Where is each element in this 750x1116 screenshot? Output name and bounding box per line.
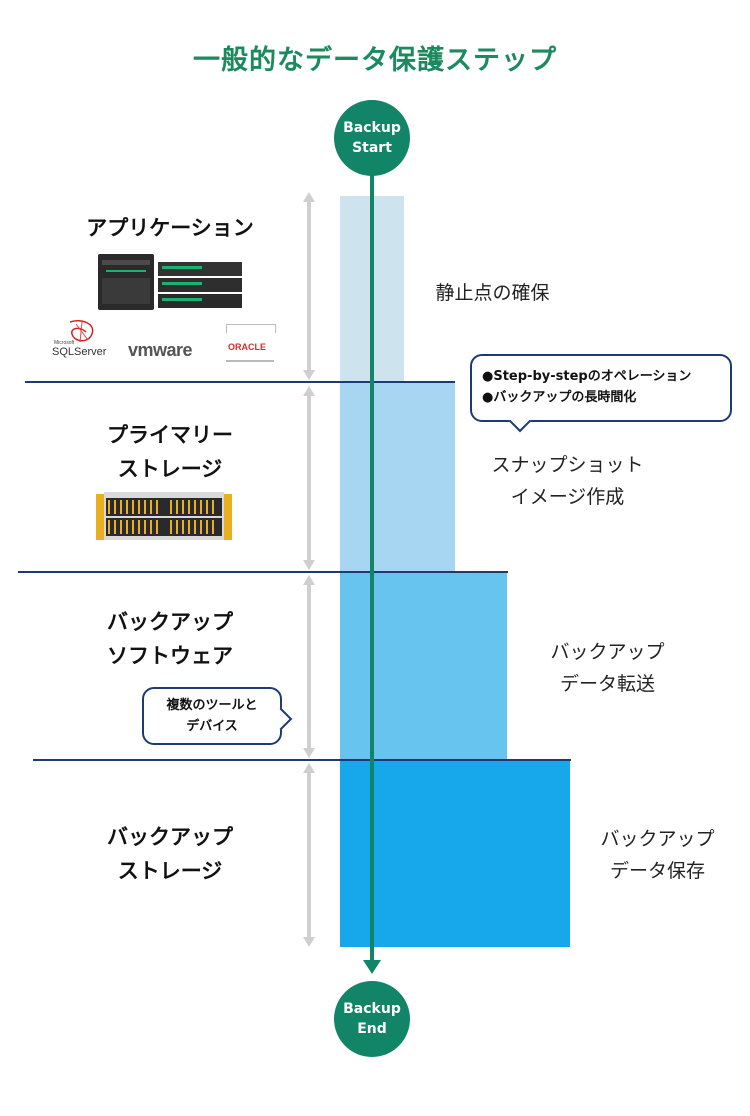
layer-label-backup-software: バックアップ ソフトウェア [40, 605, 300, 673]
layer-span-arrow-2 [303, 386, 315, 570]
layer-span-arrow-3 [303, 575, 315, 758]
flow-arrowhead-icon [363, 960, 381, 974]
step-transfer-line2: データ転送 [559, 673, 655, 695]
step-label-quiesce: 静止点の確保 [405, 277, 580, 309]
step-label-store: バックアップ データ保存 [575, 823, 740, 887]
vmware-logo: vmware [128, 340, 193, 360]
step-bar-transfer [340, 573, 507, 760]
layer-application-text: アプリケーション [86, 216, 254, 240]
end-label-2: End [357, 1021, 387, 1037]
callout-snapshot-line1: ●Step-by-stepのオペレーション [482, 369, 692, 384]
layer-label-application: アプリケーション [40, 211, 300, 245]
callout-tools-line1: 複数のツールと [166, 698, 258, 713]
server-hardware-image [96, 252, 246, 312]
callout-tools-line2: デバイス [186, 719, 238, 734]
step-store-line2: データ保存 [609, 860, 705, 882]
layer-storage-line1: バックアップ [107, 825, 233, 849]
step-quiesce-text: 静止点の確保 [435, 282, 550, 304]
step-snapshot-line1: スナップショット [491, 454, 644, 476]
oracle-logo: ORACLE [226, 322, 276, 366]
step-label-snapshot: スナップショット イメージ作成 [460, 449, 675, 513]
step-transfer-line1: バックアップ [550, 641, 665, 663]
step-snapshot-line2: イメージ作成 [510, 486, 625, 508]
start-label-1: Backup [343, 120, 401, 136]
start-label-2: Start [352, 140, 392, 156]
layer-software-line1: バックアップ [107, 610, 233, 634]
callout-snapshot-issues: ●Step-by-stepのオペレーション ●バックアップの長時間化 [470, 354, 732, 433]
layer-primary-line2: ストレージ [117, 457, 223, 481]
sql-server-logo: Microsoft SQLServer [52, 318, 114, 366]
step-bar-store [340, 761, 570, 947]
backup-flow-line [370, 164, 374, 964]
layer-divider-2 [18, 571, 508, 573]
page-title: 一般的なデータ保護ステップ [193, 45, 557, 76]
layer-label-primary-storage: プライマリー ストレージ [40, 418, 300, 486]
storage-array-image [96, 488, 232, 542]
layer-span-arrow-4 [303, 763, 315, 947]
callout-multiple-tools: 複数のツールと デバイス [142, 687, 293, 745]
layer-divider-1 [25, 381, 455, 383]
layer-storage-line2: ストレージ [117, 859, 223, 883]
layer-span-arrow-1 [303, 192, 315, 380]
step-label-transfer: バックアップ データ転送 [510, 636, 705, 700]
layer-label-backup-storage: バックアップ ストレージ [40, 820, 300, 888]
end-label-1: Backup [343, 1001, 401, 1017]
callout-snapshot-line2: ●バックアップの長時間化 [482, 390, 637, 405]
layer-primary-line1: プライマリー [107, 423, 233, 447]
step-store-line1: バックアップ [600, 828, 715, 850]
step-bar-snapshot [340, 383, 455, 573]
layer-software-line2: ソフトウェア [107, 644, 233, 668]
layer-divider-3 [33, 759, 571, 761]
